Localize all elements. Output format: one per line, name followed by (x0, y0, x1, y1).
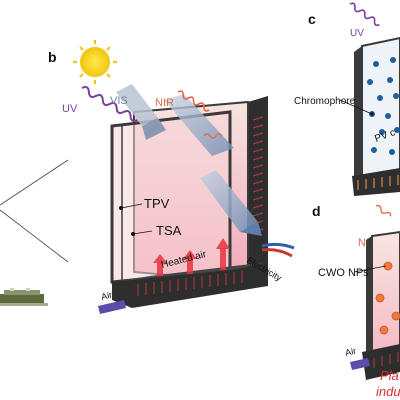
sun-icon (73, 40, 117, 84)
lsc-window-device (352, 36, 400, 196)
light-beams (116, 84, 262, 236)
c-uv-label: UV (350, 28, 364, 39)
panel-label-c: c (308, 11, 316, 27)
tsa-label: TSA (156, 223, 182, 238)
uv-label: UV (62, 103, 78, 115)
tpv-label: TPV (144, 196, 170, 211)
air-inlet-arrow-d (350, 358, 370, 370)
vis-label: VIS (110, 95, 128, 107)
electric-cable-icon (261, 242, 295, 258)
uv-wave-icon-c (349, 2, 380, 27)
air-label: Air (100, 290, 113, 302)
uv-wave-icon (81, 86, 138, 122)
nir-wave-icon-d (375, 204, 392, 217)
chromophore-label: Chromophore (294, 96, 356, 107)
cwo-window-device (362, 230, 400, 380)
air-inlet-arrow (98, 300, 126, 314)
plasmon-text-line1: Pla (380, 368, 399, 383)
nir-label: NIR (155, 97, 174, 109)
heated-air-arrows (153, 238, 230, 276)
panel-label-b: b (48, 49, 57, 65)
cwo-nps-label: CWO NPs (318, 267, 369, 279)
zoom-lines (0, 159, 69, 263)
nir-wave-icon (177, 90, 223, 139)
d-air-label: Air (344, 346, 357, 358)
panel-label-d: d (312, 203, 321, 219)
plasmon-text-line2: indu (376, 384, 400, 399)
building-thumbnail (0, 288, 48, 306)
